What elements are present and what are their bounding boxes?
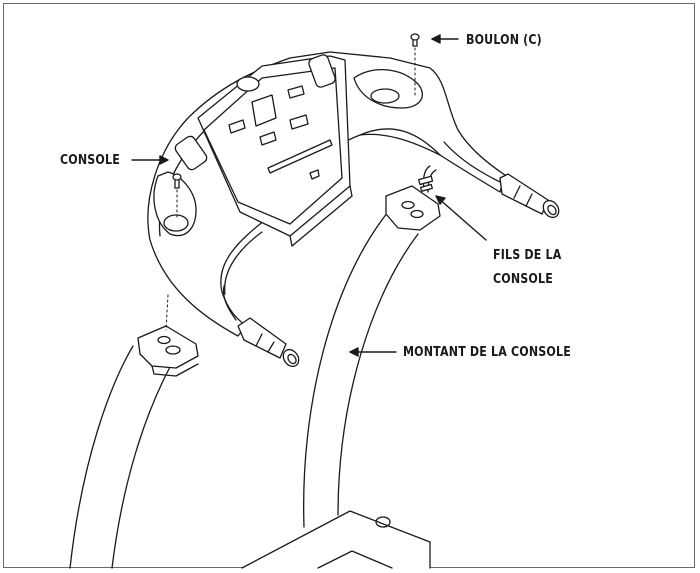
console-upright-label: MONTANT DE LA CONSOLE [403,344,571,360]
console-wires-label-line2: CONSOLE [493,271,553,287]
right-upright-bracket [385,185,441,231]
alignment-lines [165,47,416,331]
console-wires-label-line1: FILS DE LA [493,247,562,263]
bolt-left [172,173,182,189]
bolt-label: BOULON (C) [466,32,542,48]
console-label: CONSOLE [60,152,120,168]
console-upright [303,211,419,528]
console-wires [418,165,437,193]
left-console-upright [69,345,171,569]
bolt-top [410,33,420,47]
left-upright-bracket [137,325,199,377]
left-handle-grip [237,317,300,368]
right-handle-grip [499,173,560,219]
base-hood [241,510,431,569]
console-body [147,51,506,337]
leader-arrows [131,34,487,357]
